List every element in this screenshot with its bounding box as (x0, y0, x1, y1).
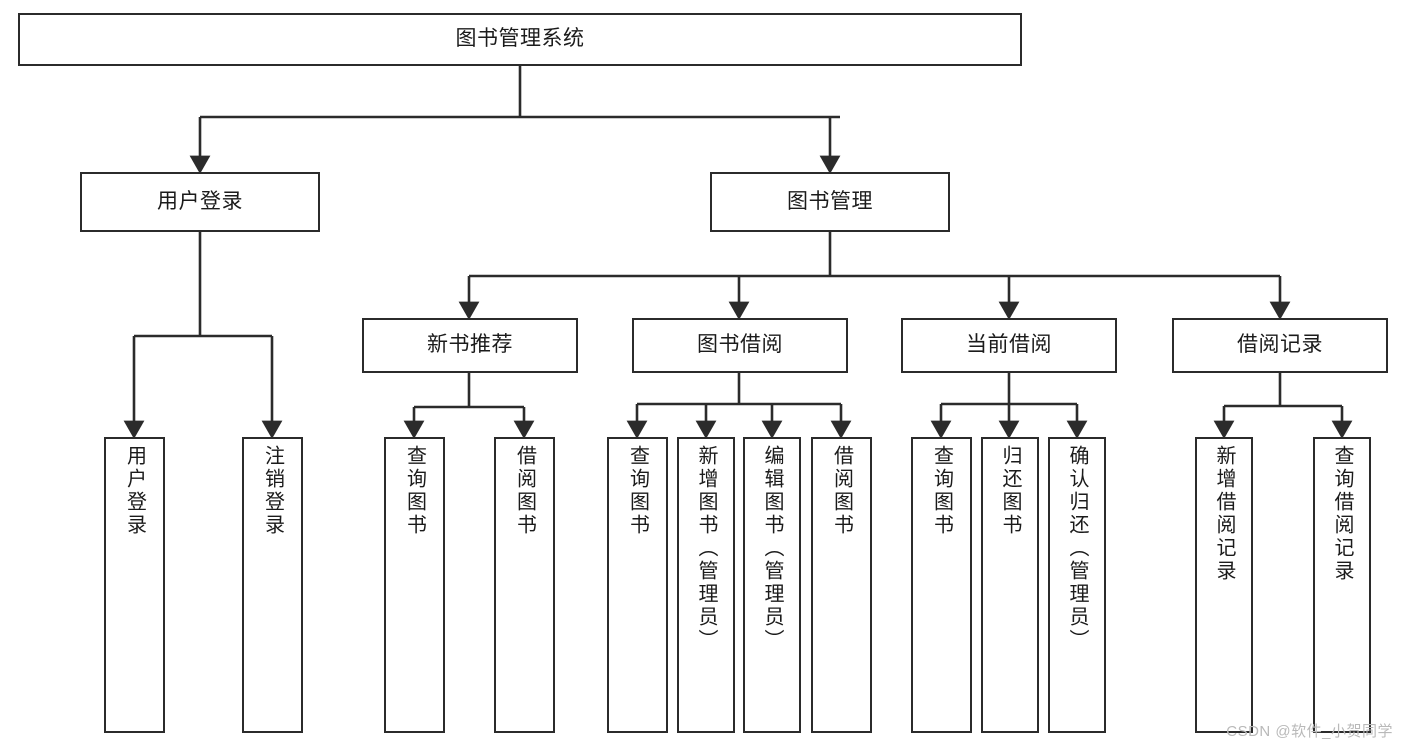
node-leaf-edit-book-admin[interactable]: 编辑图书（管理员） (743, 437, 801, 733)
node-book-borrow[interactable]: 图书借阅 (632, 318, 848, 373)
node-book-management-label: 图书管理 (787, 189, 873, 213)
node-book-borrow-label: 图书借阅 (697, 333, 783, 357)
node-leaf-borrow-book-1[interactable]: 借阅图书 (494, 437, 555, 733)
node-leaf-query-book-2[interactable]: 查询图书 (607, 437, 668, 733)
node-leaf-query-book-1-label: 查询图书 (403, 445, 426, 537)
watermark-text: CSDN @软件_小贺同学 (1226, 723, 1393, 740)
node-new-book-recommend[interactable]: 新书推荐 (362, 318, 578, 373)
node-leaf-query-book-3[interactable]: 查询图书 (911, 437, 972, 733)
node-leaf-confirm-return-admin[interactable]: 确认归还（管理员） (1048, 437, 1106, 733)
node-user-login-label: 用户登录 (157, 189, 243, 213)
node-leaf-user-login-label: 用户登录 (123, 445, 146, 537)
node-leaf-borrow-book-2[interactable]: 借阅图书 (811, 437, 872, 733)
node-book-management[interactable]: 图书管理 (710, 172, 950, 232)
node-leaf-logout-login[interactable]: 注销登录 (242, 437, 303, 733)
node-borrow-record[interactable]: 借阅记录 (1172, 318, 1388, 373)
node-leaf-return-book[interactable]: 归还图书 (981, 437, 1039, 733)
node-leaf-query-book-1[interactable]: 查询图书 (384, 437, 445, 733)
node-leaf-add-borrow-record[interactable]: 新增借阅记录 (1195, 437, 1253, 733)
node-leaf-query-book-3-label: 查询图书 (930, 445, 953, 537)
node-new-book-recommend-label: 新书推荐 (427, 333, 513, 357)
node-current-borrow[interactable]: 当前借阅 (901, 318, 1117, 373)
node-leaf-borrow-book-2-label: 借阅图书 (830, 445, 853, 537)
node-borrow-record-label: 借阅记录 (1237, 333, 1323, 357)
node-root-label: 图书管理系统 (455, 27, 585, 51)
node-current-borrow-label: 当前借阅 (966, 333, 1052, 357)
node-user-login[interactable]: 用户登录 (80, 172, 320, 232)
node-leaf-add-borrow-record-label: 新增借阅记录 (1213, 445, 1235, 583)
node-leaf-user-login[interactable]: 用户登录 (104, 437, 165, 733)
node-root[interactable]: 图书管理系统 (18, 13, 1022, 66)
node-leaf-query-borrow-record[interactable]: 查询借阅记录 (1313, 437, 1371, 733)
node-leaf-logout-login-label: 注销登录 (261, 445, 284, 537)
node-leaf-confirm-return-admin-label: 确认归还（管理员） (1066, 445, 1088, 652)
node-leaf-query-borrow-record-label: 查询借阅记录 (1331, 445, 1353, 583)
node-leaf-edit-book-admin-label: 编辑图书（管理员） (761, 445, 783, 652)
node-leaf-add-book-admin[interactable]: 新增图书（管理员） (677, 437, 735, 733)
node-leaf-return-book-label: 归还图书 (999, 445, 1021, 537)
node-leaf-query-book-2-label: 查询图书 (626, 445, 649, 537)
node-leaf-borrow-book-1-label: 借阅图书 (513, 445, 536, 537)
node-leaf-add-book-admin-label: 新增图书（管理员） (695, 445, 717, 652)
